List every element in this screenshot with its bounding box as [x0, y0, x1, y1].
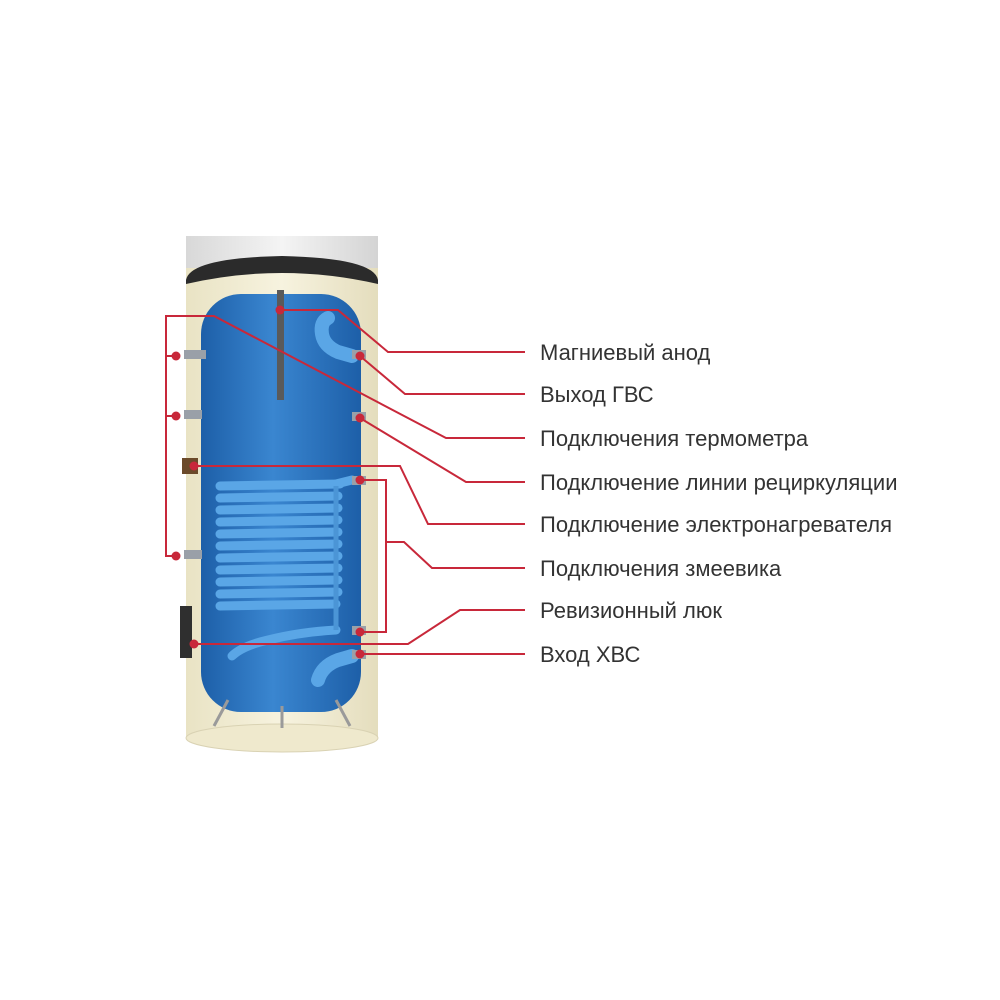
- dot-coil-bottom: [355, 627, 365, 637]
- fitting-left: [184, 550, 202, 559]
- dot-coil-top: [355, 475, 365, 485]
- dot-electric-heater: [189, 461, 199, 471]
- cold-water-inlet-pipe: [311, 649, 359, 687]
- leader-dots: [171, 305, 365, 659]
- leader-line-inspection-hatch: [194, 609, 525, 645]
- leader-line-thermometer: [165, 315, 525, 439]
- label-inspection-hatch: Ревизионный люк: [540, 598, 722, 623]
- leader-line-recirculation: [359, 417, 525, 483]
- fitting-left: [184, 350, 206, 359]
- tank-top-cap: [186, 256, 378, 284]
- label-dhw-outlet: Выход ГВС: [540, 382, 654, 407]
- leader-line-thermometer-branch: [165, 356, 176, 417]
- dot-thermometer-1: [171, 351, 181, 361]
- dot-recirculation: [355, 413, 365, 423]
- tank-bottom: [185, 723, 379, 753]
- leader-line-recirculation-branch: [165, 416, 176, 557]
- leader-lines: [165, 309, 525, 655]
- leader-line-electric-heater: [194, 465, 525, 525]
- dot-anode: [275, 305, 285, 315]
- label-coil-connections: Подключения змеевика: [540, 556, 782, 581]
- fitting-left: [184, 410, 202, 419]
- dot-recirculation-left: [171, 551, 181, 561]
- dhw-outlet-pipe: [314, 311, 359, 363]
- dot-inspection-hatch: [189, 639, 199, 649]
- label-cold-water-inlet: Вход ХВС: [540, 642, 640, 667]
- tank-leg: [212, 699, 230, 727]
- dot-thermometer-2: [171, 411, 181, 421]
- tank-leg: [334, 699, 352, 727]
- dot-cold-water-inlet: [355, 649, 365, 659]
- label-electric-heater-connection: Подключение электронагревателя: [540, 512, 892, 537]
- leader-line-magnesium-anode: [280, 309, 525, 353]
- inspection-hatch-flange: [180, 606, 192, 658]
- leader-line-dhw-outlet: [359, 355, 525, 395]
- callout-labels: Магниевый анод Выход ГВС Подключения тер…: [540, 340, 898, 667]
- magnesium-anode-rod: [277, 290, 284, 400]
- label-magnesium-anode: Магниевый анод: [540, 340, 711, 365]
- leader-line-coil: [360, 479, 387, 633]
- label-thermometer-connections: Подключения термометра: [540, 426, 809, 451]
- heat-exchanger-coil: [215, 475, 357, 661]
- dot-dhw-outlet: [355, 351, 365, 361]
- label-recirculation-connection: Подключение линии рециркуляции: [540, 470, 898, 495]
- leader-line-coil-branch: [386, 541, 525, 569]
